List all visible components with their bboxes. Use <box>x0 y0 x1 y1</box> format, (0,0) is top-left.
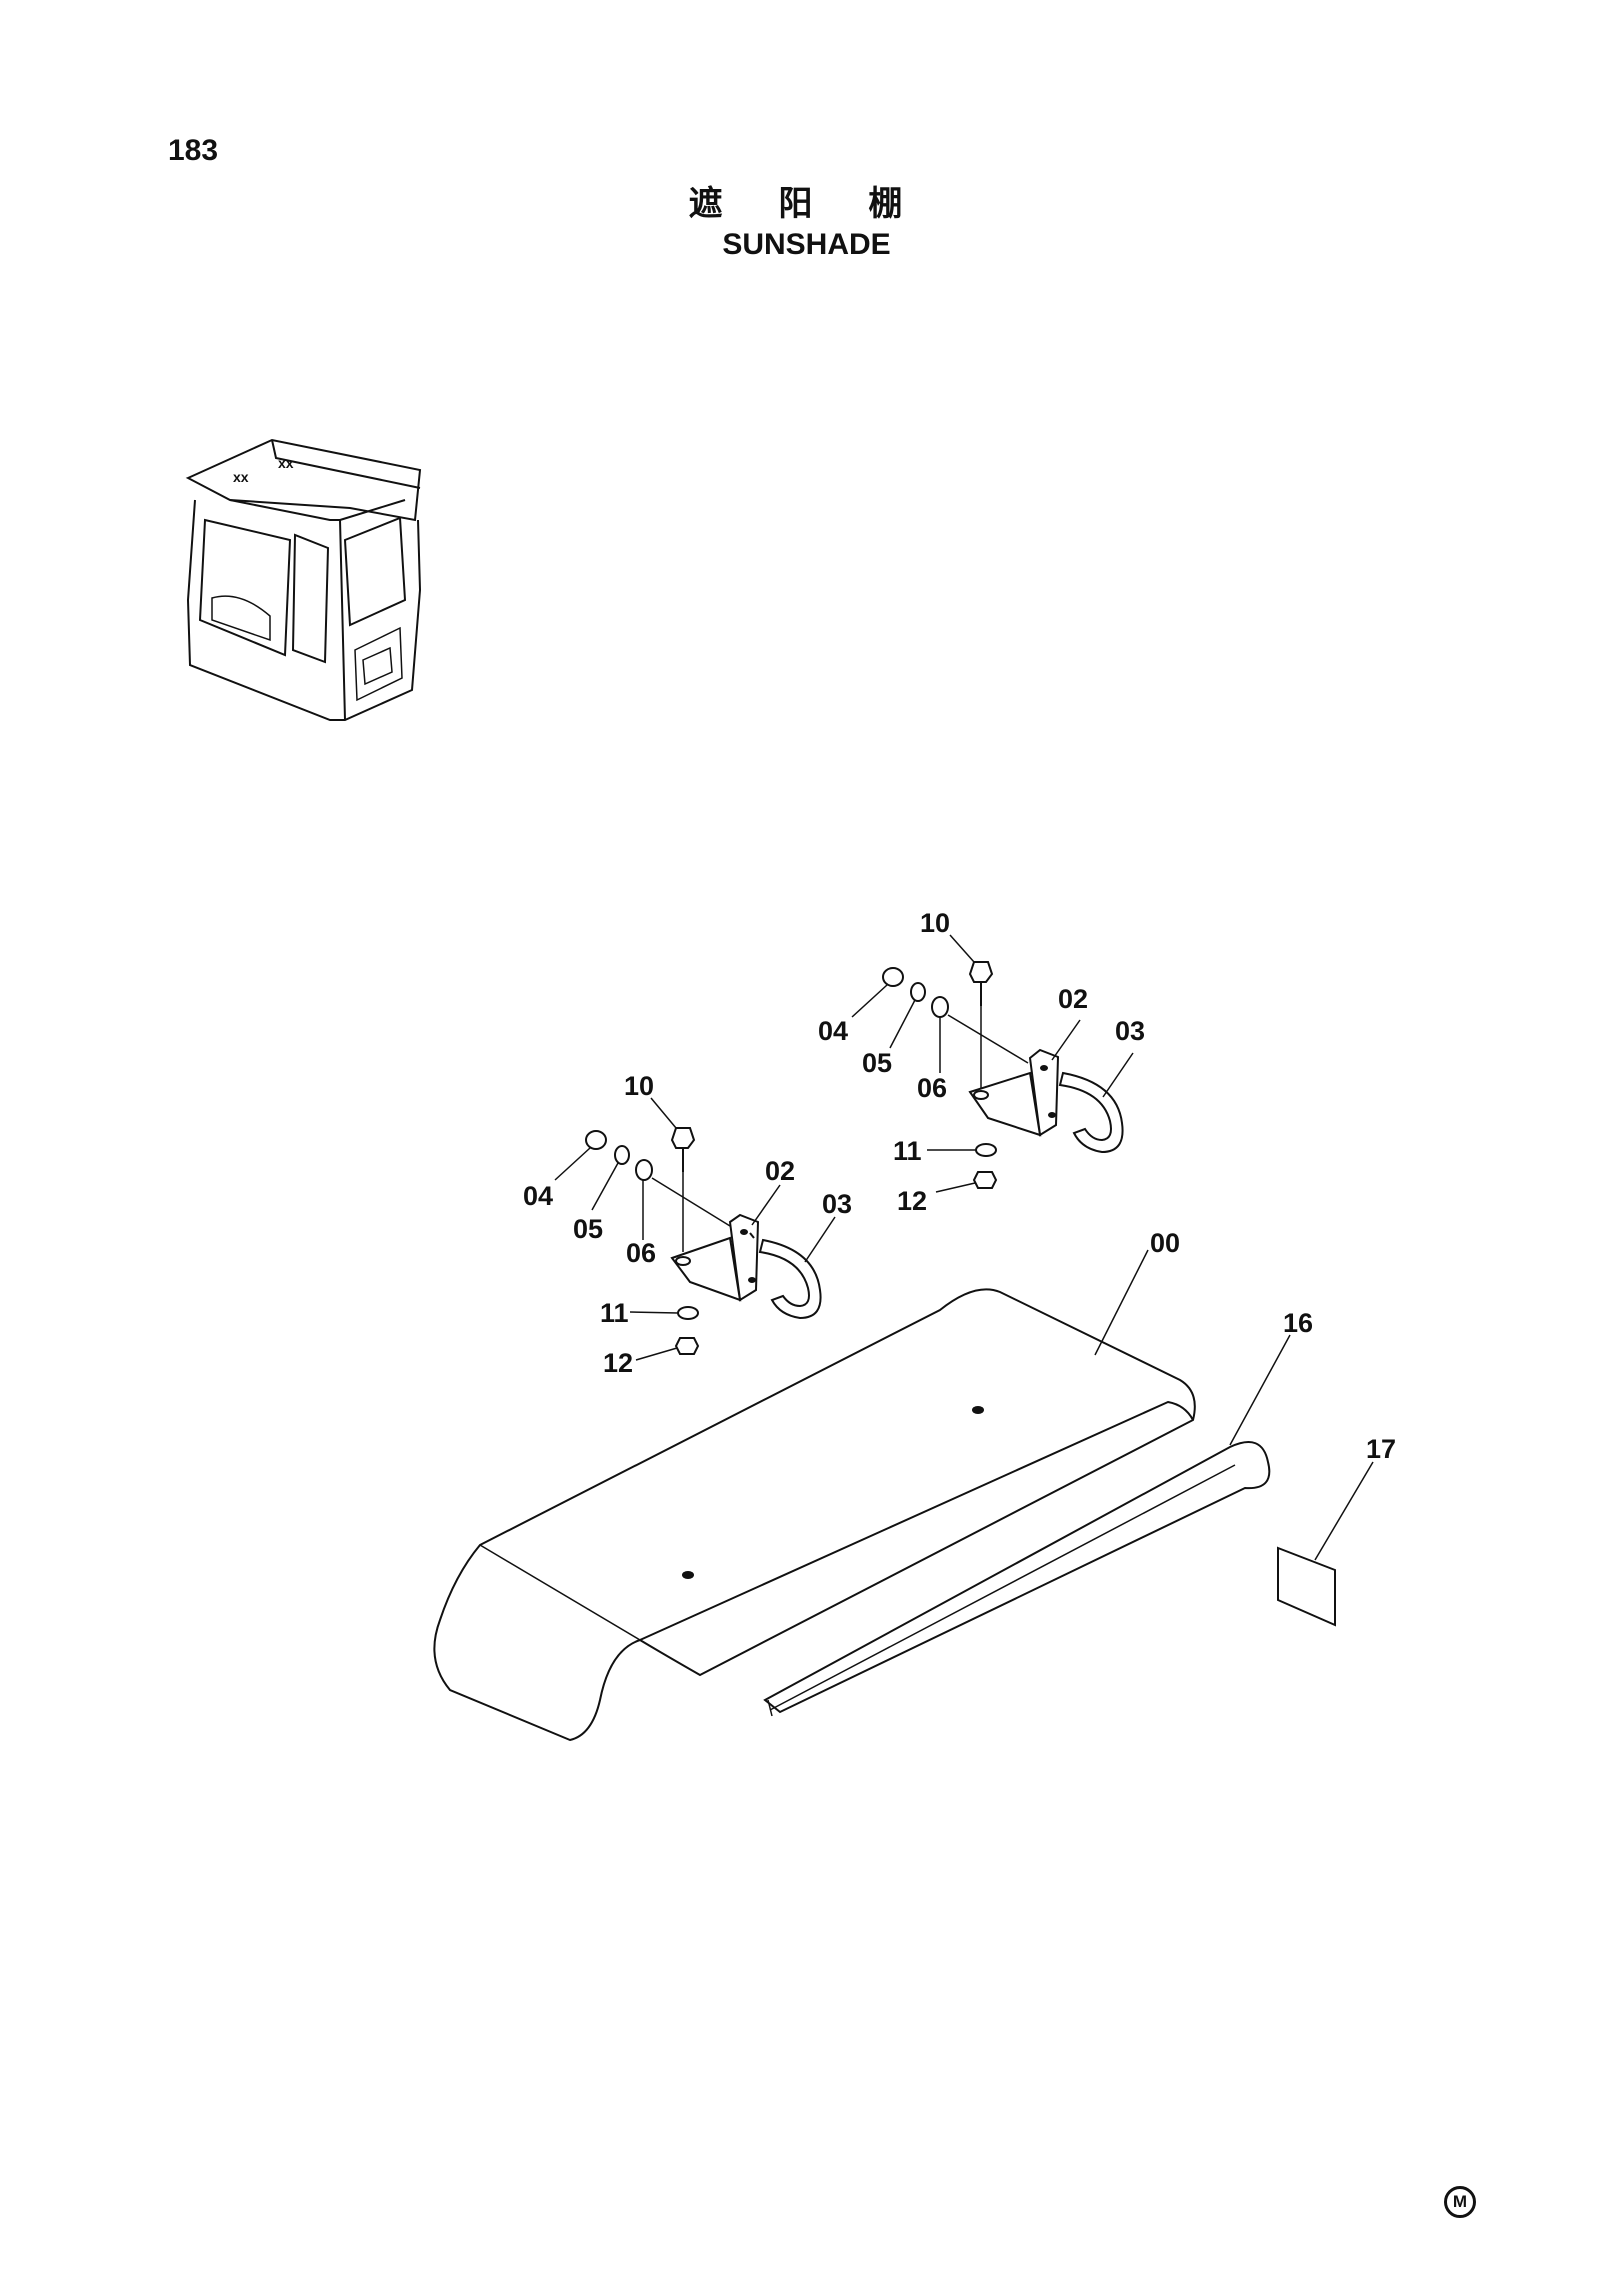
nut-icon <box>972 1171 998 1189</box>
spring-washer-icon <box>614 1145 630 1165</box>
nut-icon <box>674 1337 700 1355</box>
callout-11-right: 11 <box>893 1136 922 1166</box>
cap-icon <box>882 967 904 987</box>
bracket-assembly-left <box>585 1127 822 1355</box>
callout-10-right: 10 <box>920 908 950 938</box>
callout-00: 00 <box>1150 1228 1180 1258</box>
callout-03-right: 03 <box>1115 1016 1145 1046</box>
bolt-icon <box>670 1127 696 1172</box>
callout-04-left: 04 <box>523 1181 553 1211</box>
washer-icon <box>975 1143 997 1157</box>
callout-12-right: 12 <box>897 1186 927 1216</box>
bracket-assembly-right <box>882 961 1124 1189</box>
page-title-chinese: 遮 阳 棚 <box>688 184 925 224</box>
callout-labels: 00 16 17 10 04 05 06 02 03 11 12 10 04 0… <box>523 908 1396 1464</box>
page-title-english: SUNSHADE <box>722 228 891 261</box>
callout-05-right: 05 <box>862 1048 892 1078</box>
washer-icon <box>677 1306 699 1320</box>
svg-text:xx: xx <box>233 469 249 485</box>
svg-text:xx: xx <box>278 455 294 471</box>
callout-10-left: 10 <box>624 1071 654 1101</box>
spring-washer-icon <box>910 982 926 1002</box>
bolt-icon <box>968 961 994 1006</box>
callout-06-right: 06 <box>917 1073 947 1103</box>
j-hook-icon <box>758 1238 822 1320</box>
callout-05-left: 05 <box>573 1214 603 1244</box>
cab-overview-icon: xx xx <box>185 438 422 721</box>
trim-strip-icon <box>763 1441 1271 1717</box>
callout-03-left: 03 <box>822 1189 852 1219</box>
washer-icon <box>931 996 949 1018</box>
j-hook-icon <box>1058 1071 1124 1154</box>
page-number: 183 <box>168 134 219 167</box>
manufacturer-mark: M <box>1444 2186 1476 2218</box>
callout-17: 17 <box>1366 1434 1396 1464</box>
callout-06-left: 06 <box>626 1238 656 1268</box>
washer-icon <box>635 1159 653 1181</box>
callout-02-right: 02 <box>1058 984 1088 1014</box>
cap-icon <box>585 1130 607 1150</box>
callout-12-left: 12 <box>603 1348 633 1378</box>
callout-16: 16 <box>1283 1308 1313 1338</box>
sunshade-panel-icon <box>433 1288 1196 1742</box>
callout-02-left: 02 <box>765 1156 795 1186</box>
callout-11-left: 11 <box>600 1298 629 1328</box>
label-plate-icon <box>1277 1546 1336 1627</box>
callout-04-right: 04 <box>818 1016 848 1046</box>
leader-lines <box>554 934 1374 1561</box>
